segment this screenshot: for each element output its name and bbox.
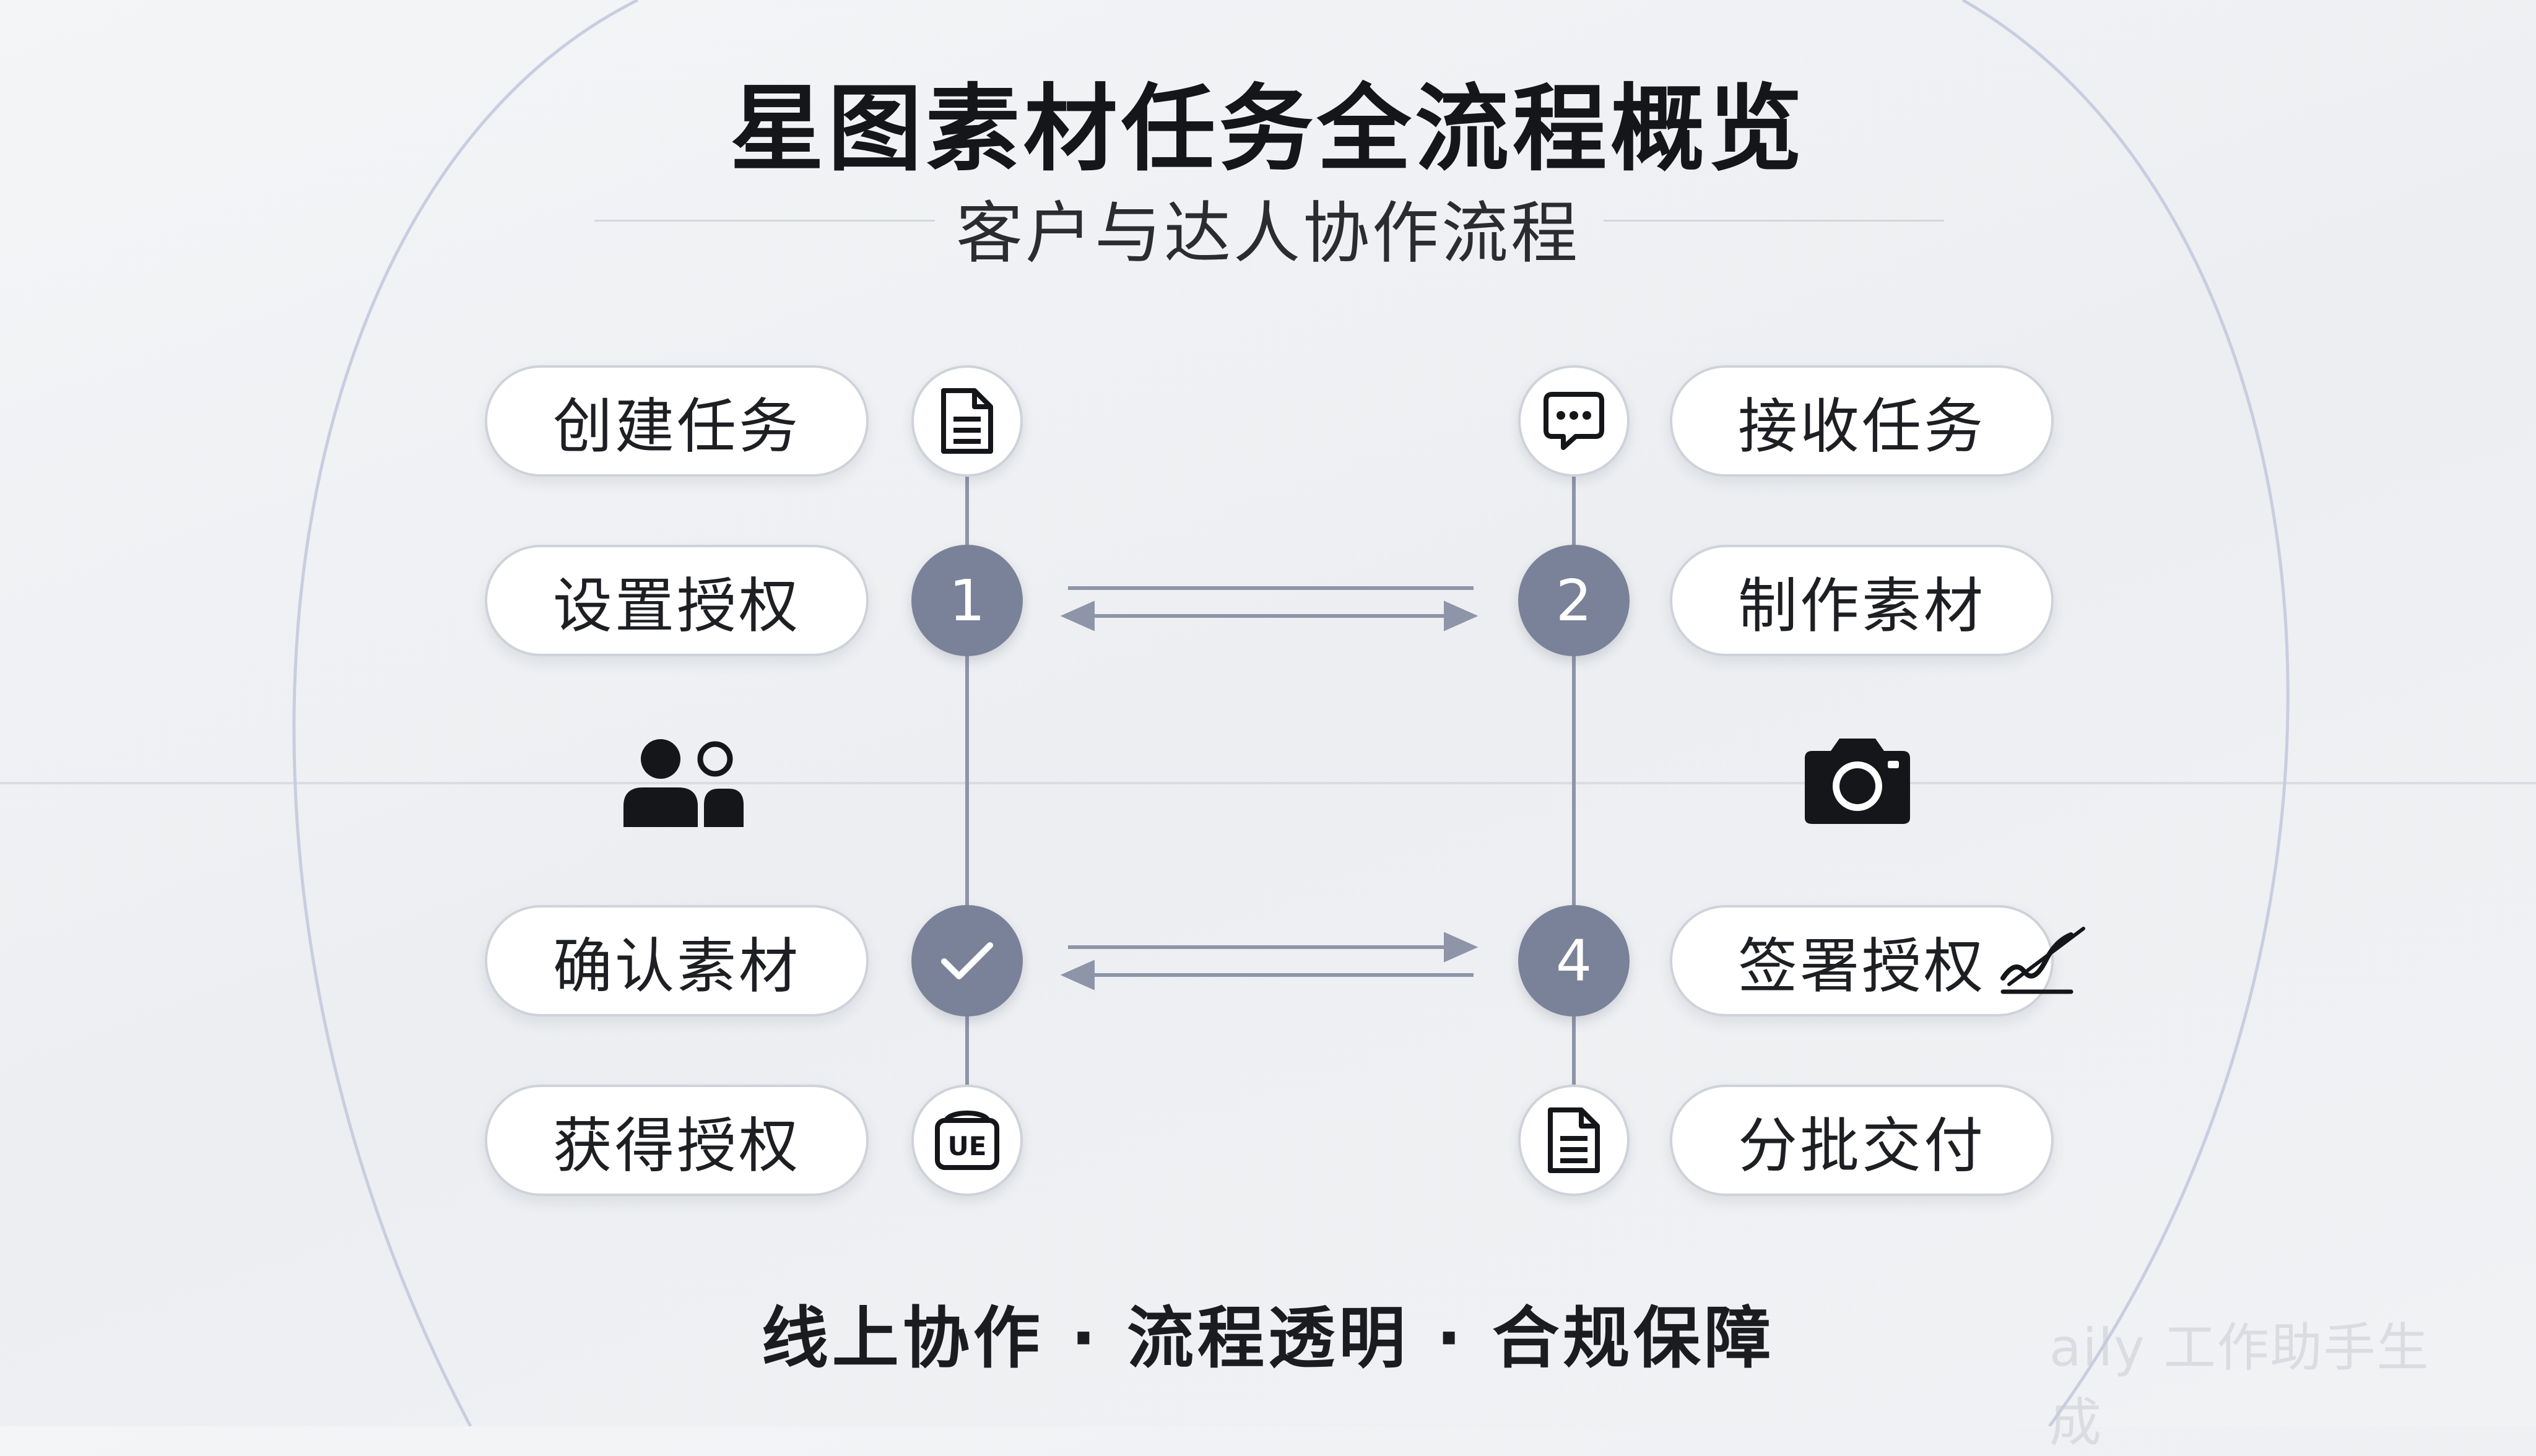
document-icon <box>1548 1107 1600 1173</box>
creator-node-4 <box>1518 1085 1630 1196</box>
subtitle-left-rule <box>594 220 935 222</box>
client-node-4: UE <box>911 1085 1023 1196</box>
page-title: 星图素材任务全流程概览 <box>730 74 1806 184</box>
step-set-authorization[interactable]: 设置授权 <box>485 545 869 656</box>
arrows-row-4 <box>1060 932 1479 990</box>
license-stamp-text: UE <box>948 1131 987 1161</box>
watermark: aily 工作助手生成 <box>2049 1317 2430 1453</box>
client-node-3 <box>911 905 1023 1016</box>
step-label: 接收任务 <box>1738 391 1986 461</box>
client-node-1 <box>911 365 1023 477</box>
step-create-task[interactable]: 创建任务 <box>485 365 869 477</box>
document-icon <box>941 388 993 454</box>
creator-node-2-number: 2 <box>1518 545 1630 656</box>
camera-icon <box>1805 739 1910 824</box>
background-decoration <box>0 0 2536 1426</box>
signature-icon <box>2000 927 2085 994</box>
step-label: 设置授权 <box>553 571 801 641</box>
creator-timeline <box>1572 477 1576 1124</box>
subtitle-right-rule <box>1604 220 1944 222</box>
step-confirm-material[interactable]: 确认素材 <box>485 905 869 1016</box>
exchange-arrows <box>1060 586 1479 990</box>
step-label: 签署授权 <box>1738 931 1986 1001</box>
checkmark-icon <box>941 942 993 979</box>
page-subtitle: 客户与达人协作流程 <box>955 195 1580 272</box>
creator-node-1 <box>1518 365 1630 477</box>
step-produce-material[interactable]: 制作素材 <box>1670 545 2054 656</box>
step-label: 制作素材 <box>1738 571 1986 641</box>
chat-bubble-icon <box>1544 392 1604 450</box>
client-node-2-number: 1 <box>911 545 1023 656</box>
step-batch-delivery[interactable]: 分批交付 <box>1670 1085 2054 1196</box>
step-obtain-authorization[interactable]: 获得授权 <box>485 1085 869 1196</box>
step-receive-task[interactable]: 接收任务 <box>1670 365 2054 477</box>
step-label: 确认素材 <box>553 931 801 1001</box>
client-timeline <box>965 477 969 1124</box>
step-label: 分批交付 <box>1738 1111 1986 1181</box>
footer-tagline: 线上协作 · 流程透明 · 合规保障 <box>761 1300 1775 1377</box>
step-label: 获得授权 <box>553 1111 801 1181</box>
step-label: 创建任务 <box>553 391 801 461</box>
arrows-row-2 <box>1060 586 1479 631</box>
license-stamp-icon: UE <box>935 1111 999 1170</box>
creator-node-3-number: 4 <box>1518 905 1630 1016</box>
users-icon <box>623 739 744 827</box>
step-sign-authorization[interactable]: 签署授权 <box>1670 905 2054 1016</box>
